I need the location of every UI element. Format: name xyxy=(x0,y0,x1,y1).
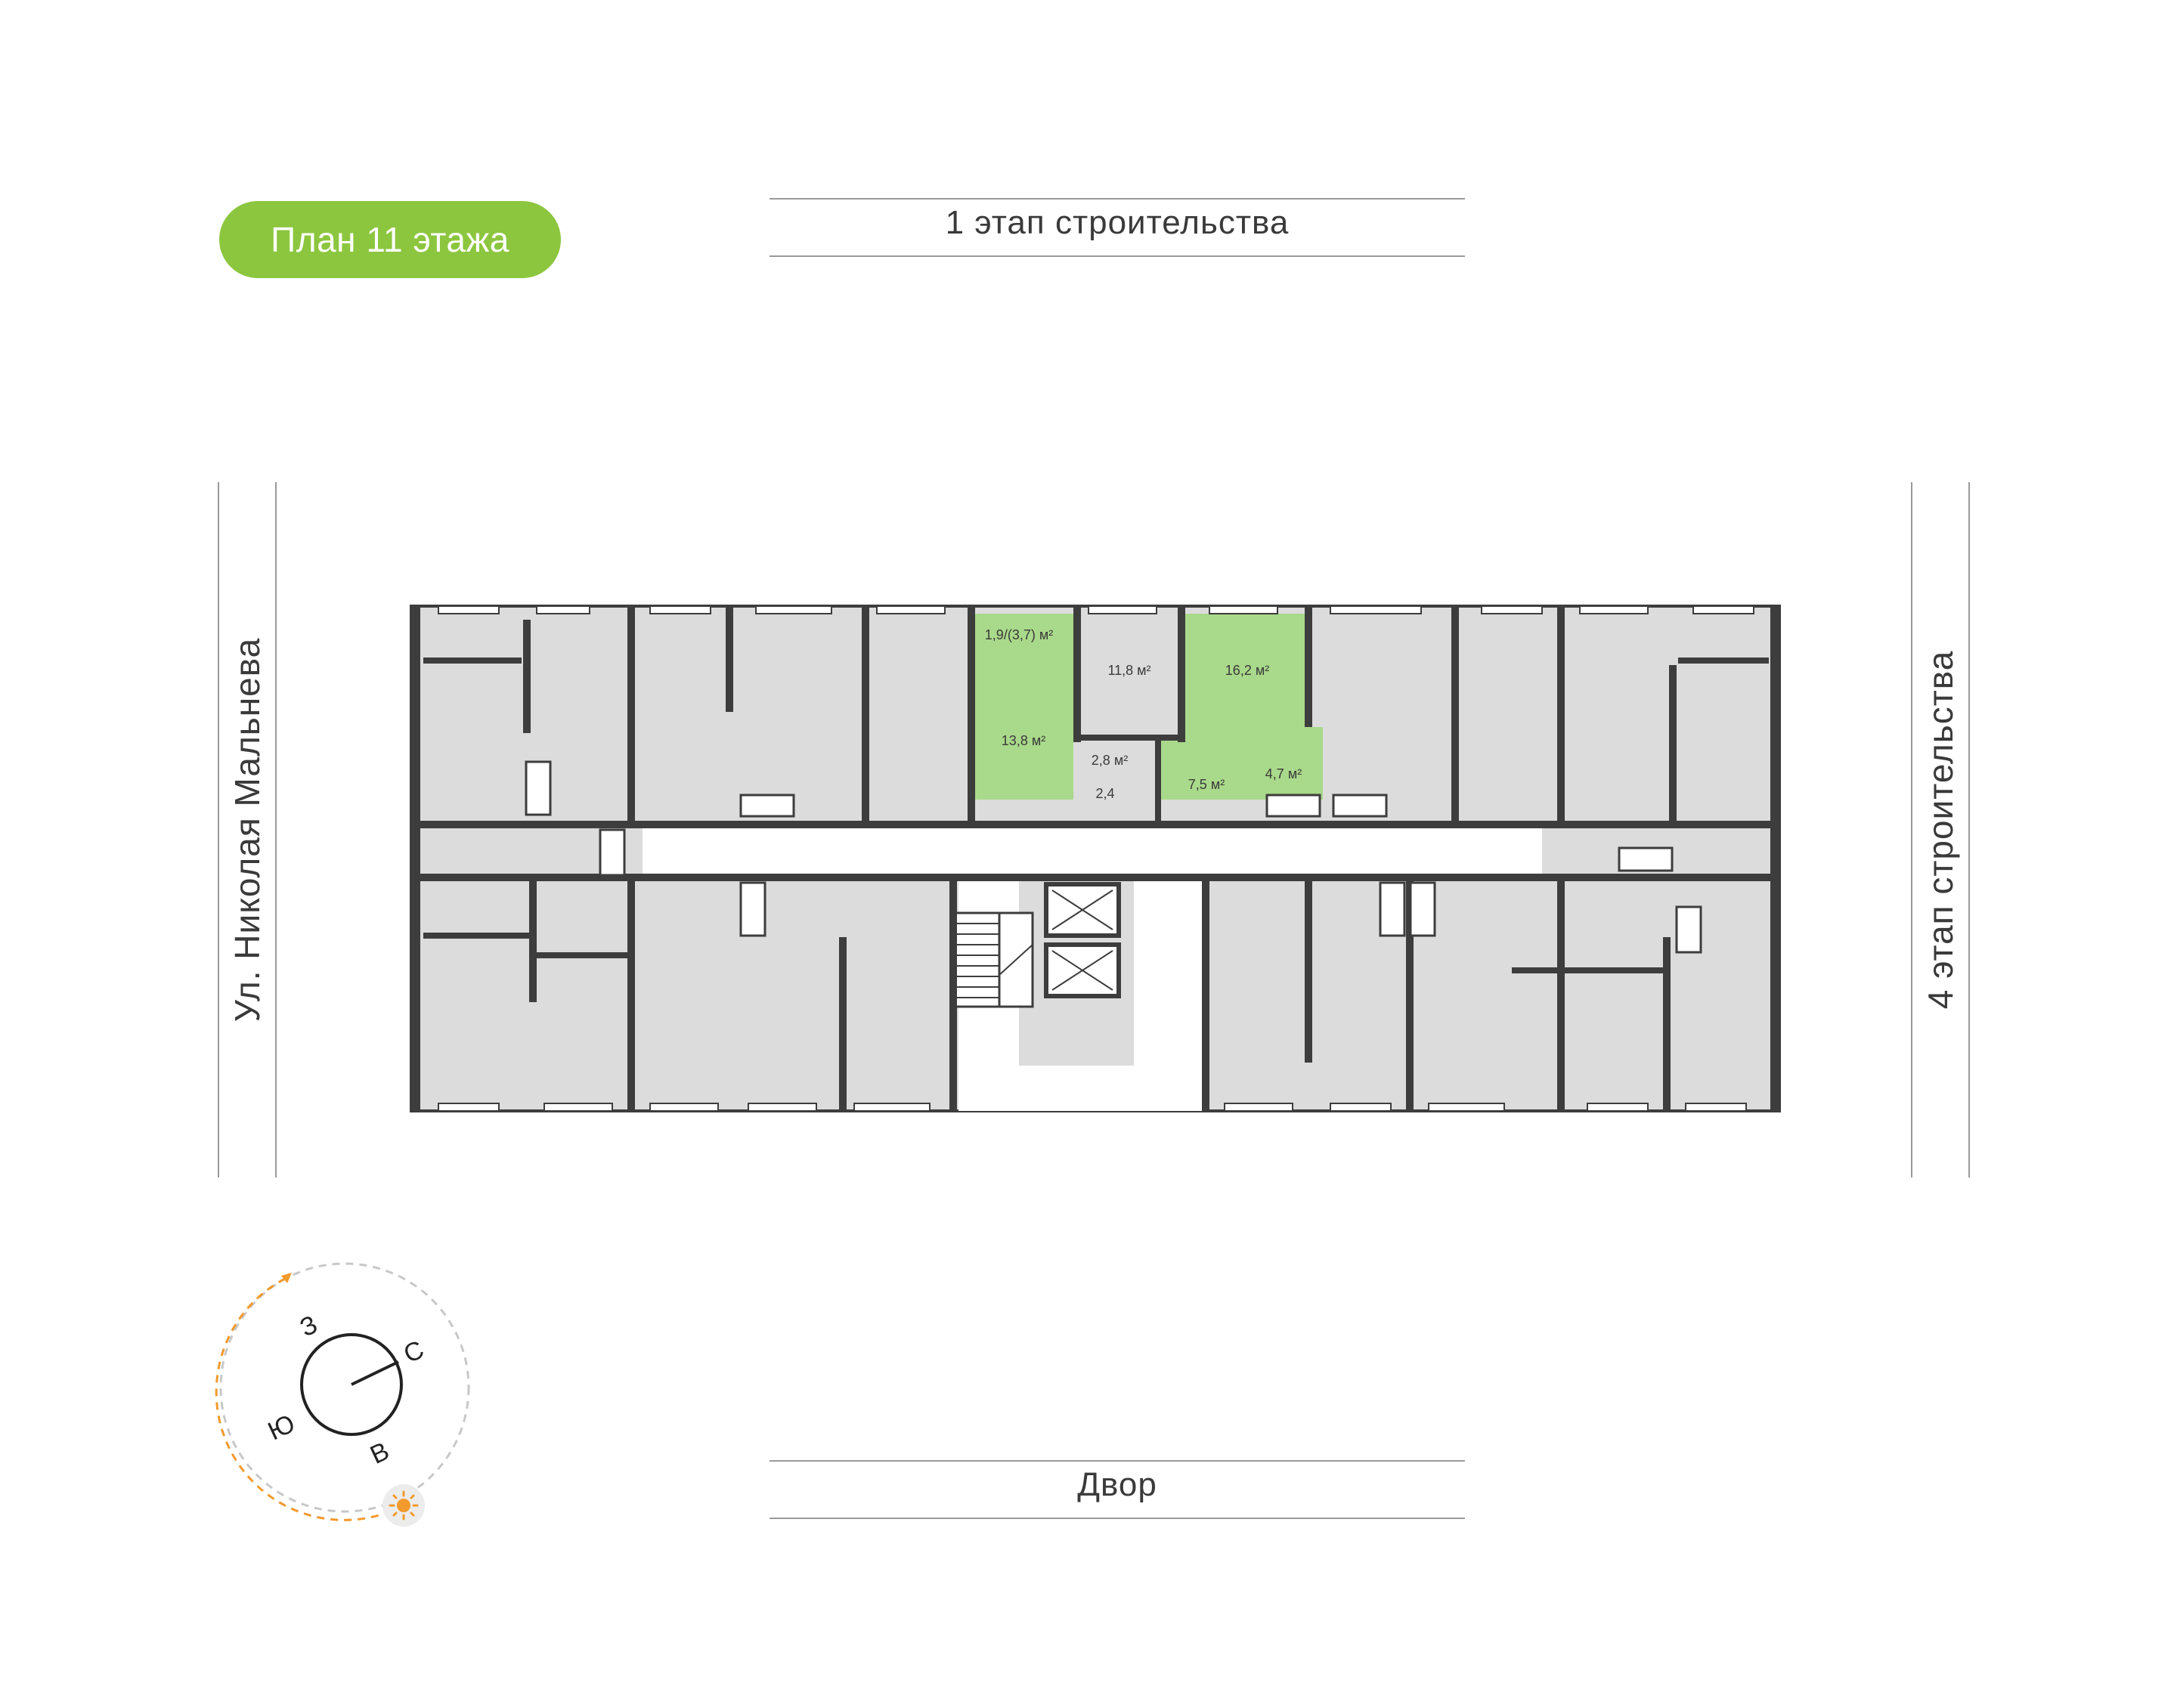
corridor xyxy=(643,824,1542,877)
room-3-area-label: 16,2 м² xyxy=(1225,663,1269,678)
windows-bottom xyxy=(438,1103,1747,1112)
room-1-area-label: 13,8 м² xyxy=(1002,733,1045,748)
windows-top xyxy=(438,605,1754,614)
sun-icon xyxy=(382,1484,425,1527)
compass-north-label: С xyxy=(399,1335,428,1369)
compass-south-label: Ю xyxy=(264,1409,299,1446)
bathtubs xyxy=(525,760,1702,954)
top-direction-label: 1 этап строительства xyxy=(945,204,1290,241)
bottom-line-lower xyxy=(770,1518,1465,1519)
walls xyxy=(411,606,1779,1111)
left-line-outer xyxy=(218,482,219,1177)
compass-east-label: В xyxy=(366,1437,394,1470)
elevators xyxy=(1044,882,1121,998)
hall-area-label: 2,8 м² xyxy=(1092,753,1128,768)
room-1-area xyxy=(974,647,1073,800)
sun-path xyxy=(215,1277,404,1521)
highlighted-apartment[interactable] xyxy=(974,614,1323,800)
top-line-upper xyxy=(770,198,1465,200)
compass-needle xyxy=(351,1360,399,1386)
left-line-inner xyxy=(275,482,277,1177)
right-direction-label: 4 этап строительства xyxy=(1921,650,1960,1010)
right-line-outer xyxy=(1968,482,1970,1177)
floor-plan: 1,9/(3,7) м² 13,8 м² 11,8 м² 16,2 м² 2,8… xyxy=(410,605,1781,1112)
compass-west-label: З xyxy=(296,1310,322,1342)
bathroom-area xyxy=(1255,727,1323,765)
staircase xyxy=(954,911,1034,1008)
sun-path-arrow xyxy=(281,1273,292,1283)
left-direction-label: Ул. Николая Мальнева xyxy=(228,637,267,1023)
top-line-lower xyxy=(770,255,1465,257)
room-2-area-label: 11,8 м² xyxy=(1107,663,1150,678)
room-3-area xyxy=(1184,614,1305,735)
corridor-area-label: 7,5 м² xyxy=(1188,777,1225,792)
compass-ring xyxy=(219,1262,470,1513)
floor-badge[interactable]: План 11 этажа xyxy=(219,201,561,278)
bottom-direction-label: Двор xyxy=(1077,1466,1157,1503)
bottom-line-upper xyxy=(770,1460,1465,1462)
compass: З С Ю В xyxy=(215,1262,470,1527)
balcony-area xyxy=(974,614,1073,647)
bathroom-area-label: 4,7 м² xyxy=(1265,766,1302,781)
wc-area-label: 2,4 xyxy=(1095,786,1114,801)
balcony-area-label: 1,9/(3,7) м² xyxy=(985,627,1053,642)
entrance-area xyxy=(958,1066,1208,1111)
right-line-inner xyxy=(1911,482,1912,1177)
